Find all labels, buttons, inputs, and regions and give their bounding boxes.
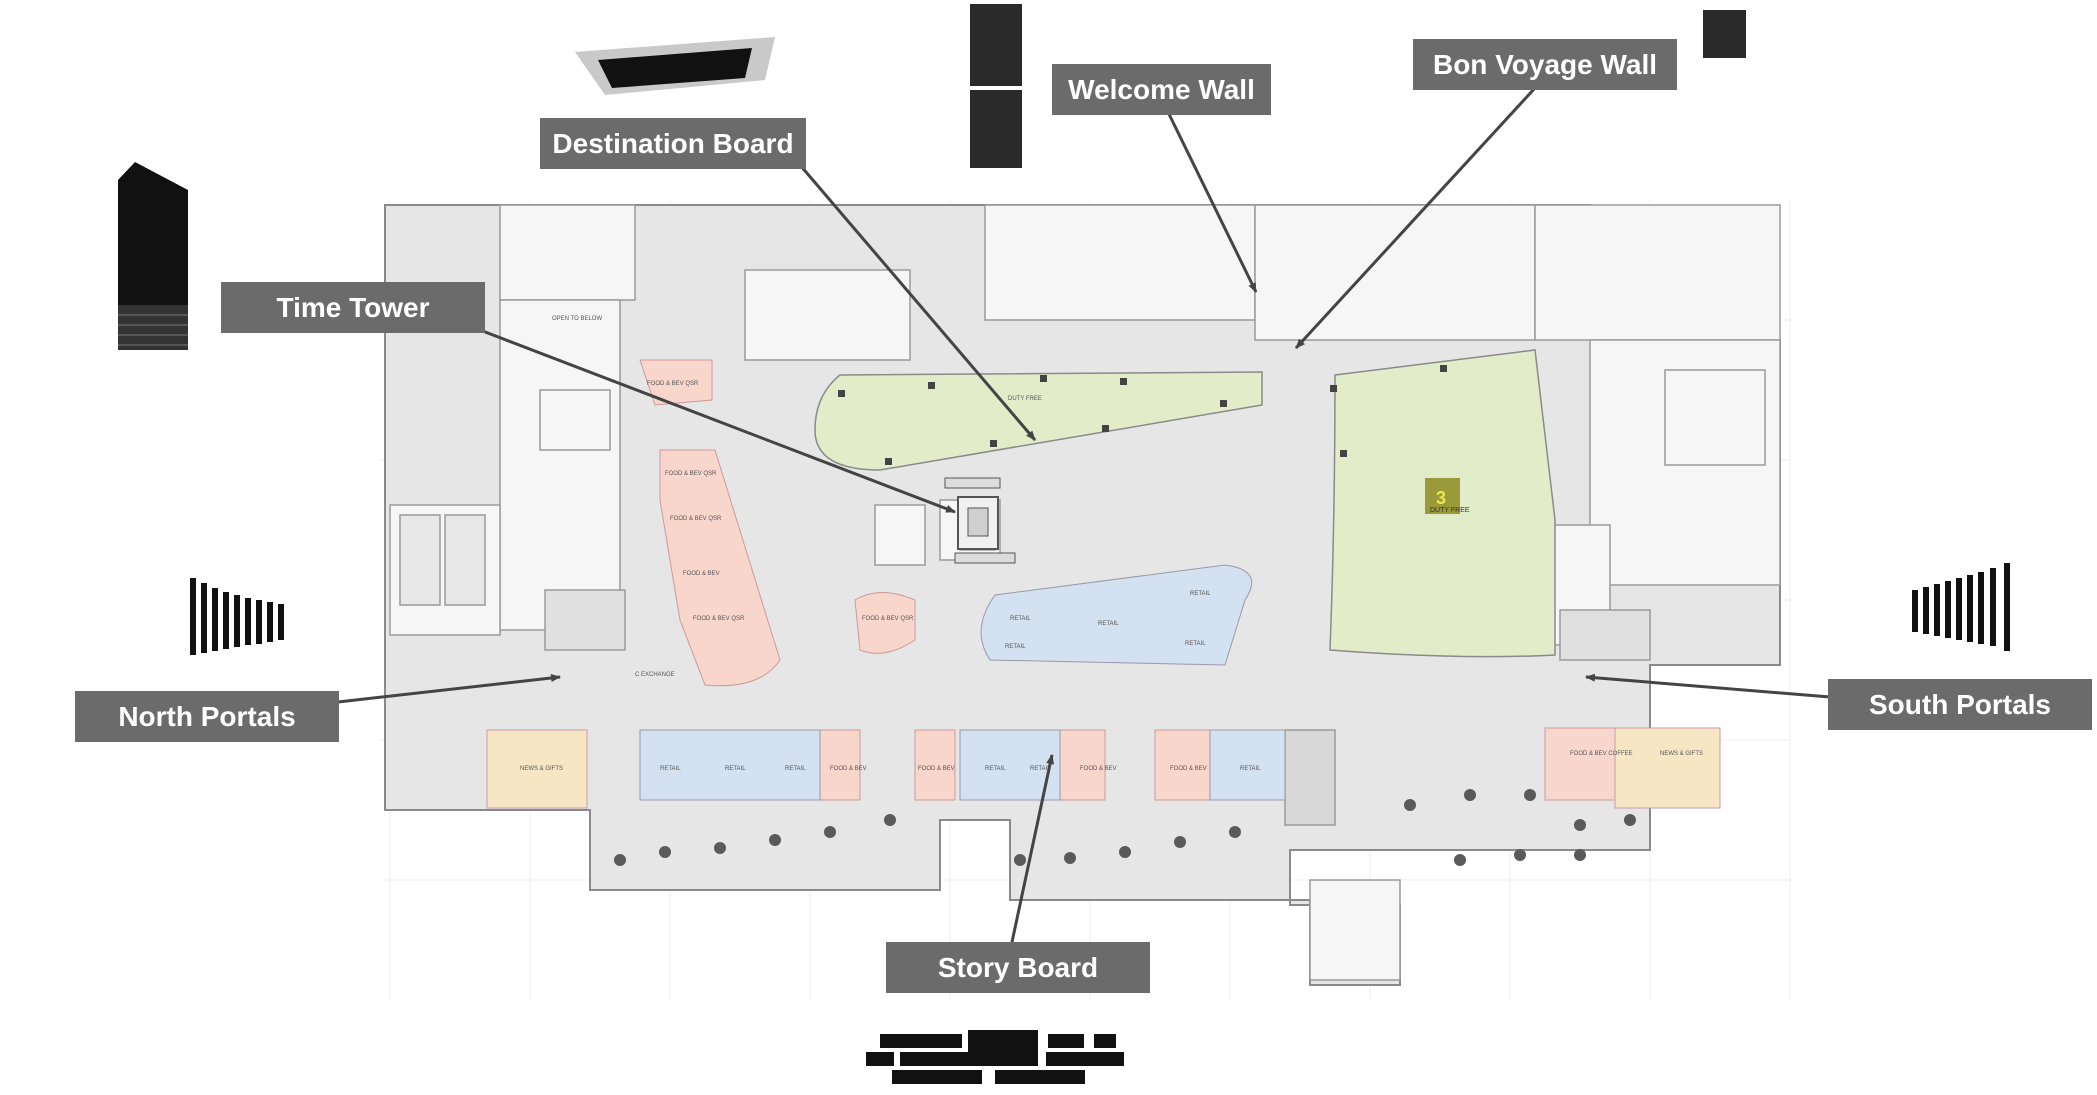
svg-text:RETAIL: RETAIL <box>1005 644 1026 650</box>
svg-text:FOOD & BEV QSR: FOOD & BEV QSR <box>665 471 717 477</box>
svg-text:FOOD & BEV QSR: FOOD & BEV QSR <box>647 381 699 387</box>
north-portals-arrow <box>337 674 561 704</box>
svg-text:FOOD & BEV QSR: FOOD & BEV QSR <box>670 516 722 522</box>
svg-text:RETAIL: RETAIL <box>1240 766 1261 772</box>
svg-text:RETAIL: RETAIL <box>985 766 1006 772</box>
south-portals-icon <box>1912 563 2010 651</box>
svg-text:NEWS & GIFTS: NEWS & GIFTS <box>520 766 563 772</box>
svg-text:DUTY FREE: DUTY FREE <box>1008 396 1042 402</box>
story-board-arrow <box>1010 754 1055 943</box>
svg-text:RETAIL: RETAIL <box>1098 621 1119 627</box>
bon-voyage-wall-arrow <box>1294 86 1537 350</box>
south-portals-label: South Portals <box>1828 679 2092 730</box>
time-tower-label: Time Tower <box>221 282 485 333</box>
svg-text:FOOD & BEV: FOOD & BEV <box>918 766 955 772</box>
svg-text:C EXCHANGE: C EXCHANGE <box>635 672 675 678</box>
north-portals-label: North Portals <box>75 691 339 742</box>
svg-text:FOOD & BEV COFFEE: FOOD & BEV COFFEE <box>1570 751 1633 757</box>
welcome-wall-arrow <box>1166 111 1258 293</box>
gate-lounge-seating <box>614 789 1636 866</box>
time-tower-arrow <box>479 328 956 514</box>
zone-labels: DUTY FREE FOOD & BEV QSR FOOD & BEV QSR … <box>520 316 1703 772</box>
svg-text:FOOD & BEV QSR: FOOD & BEV QSR <box>862 616 914 622</box>
story-board-icon <box>866 1030 1124 1084</box>
svg-text:RETAIL: RETAIL <box>1010 616 1031 622</box>
south-portals-arrow <box>1585 673 1831 699</box>
welcome-wall-icon <box>970 4 1022 168</box>
duty-free-marker: 3 DUTY FREE <box>1425 478 1470 514</box>
retail-zones <box>639 564 1286 801</box>
destination-board-label: Destination Board <box>540 118 806 169</box>
duty-free-zone-top <box>814 371 1263 471</box>
food-bev-zones <box>639 359 1616 801</box>
destination-board-arrow <box>798 164 1037 441</box>
svg-text:RETAIL: RETAIL <box>725 766 746 772</box>
top-building-blocks <box>389 204 1781 981</box>
svg-text:OPEN TO BELOW: OPEN TO BELOW <box>552 316 602 322</box>
marker-number: 3 <box>1436 488 1446 508</box>
svg-text:FOOD & BEV: FOOD & BEV <box>683 571 720 577</box>
destination-board-icon <box>575 37 775 95</box>
bon-voyage-wall-icon <box>1703 10 1746 58</box>
svg-text:NEWS & GIFTS: NEWS & GIFTS <box>1660 751 1703 757</box>
bon-voyage-wall-label: Bon Voyage Wall <box>1413 39 1677 90</box>
welcome-wall-label: Welcome Wall <box>1052 64 1271 115</box>
svg-text:RETAIL: RETAIL <box>1030 766 1051 772</box>
svg-text:FOOD & BEV: FOOD & BEV <box>830 766 867 772</box>
svg-text:RETAIL: RETAIL <box>1190 591 1211 597</box>
svg-text:RETAIL: RETAIL <box>785 766 806 772</box>
news-gifts-zones <box>486 727 1721 809</box>
marker-label: DUTY FREE <box>1430 507 1470 514</box>
north-portals-icon <box>190 578 284 655</box>
svg-text:RETAIL: RETAIL <box>1185 641 1206 647</box>
callout-arrows <box>337 86 1831 943</box>
svg-text:FOOD & BEV: FOOD & BEV <box>1080 766 1117 772</box>
time-tower-structure <box>944 477 1016 564</box>
svg-text:RETAIL: RETAIL <box>660 766 681 772</box>
svg-text:FOOD & BEV: FOOD & BEV <box>1170 766 1207 772</box>
structural-columns <box>838 365 1447 465</box>
svg-text:FOOD & BEV QSR: FOOD & BEV QSR <box>693 616 745 622</box>
story-board-label: Story Board <box>886 942 1150 993</box>
tower-icon <box>118 162 188 350</box>
